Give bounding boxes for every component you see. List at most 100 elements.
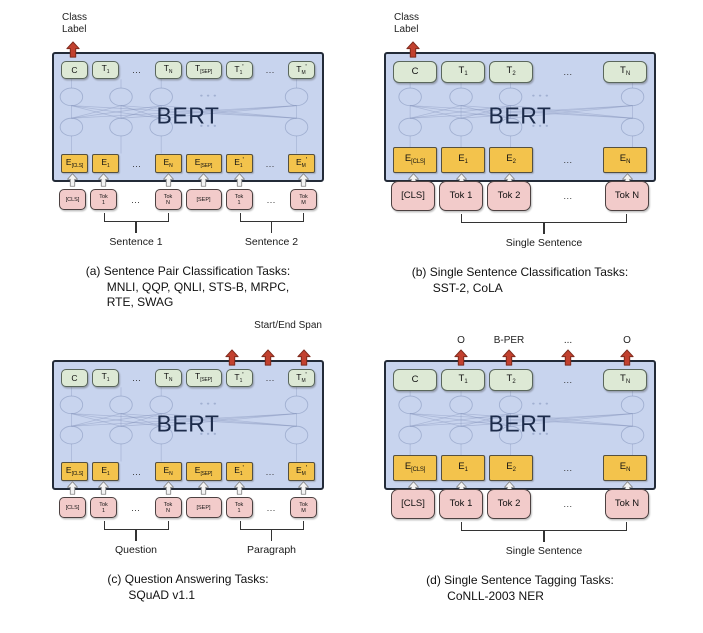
input-arrow-row [52,173,324,187]
ellipsis-dots: ... [131,194,141,205]
box-label: E2 [506,153,516,166]
box-label: T1' [234,372,243,385]
token-text: [CLS] [401,190,425,201]
column: Tok 1 [439,489,483,519]
token-text: [CLS] [65,196,80,203]
column: Tok N [605,181,649,211]
column: [SEP] [185,189,222,210]
box-label: EM' [296,465,307,478]
token-text: 1 [237,199,241,206]
group-bracket [239,213,304,222]
bert-label: BERT [488,102,552,129]
box-label: E[CLS] [404,152,426,166]
token-input-box: Tok 1 [439,489,483,519]
box-label-main: T [195,63,201,73]
panel-caption: (b) Single Sentence Classification Tasks… [412,265,629,296]
transformer-output-box: TN [154,369,182,387]
annotation-line: Class [62,12,88,23]
arrow-column [226,481,253,495]
column: [CLS] [59,189,86,210]
transformer-output-box: T1' [225,61,253,79]
column: C [393,61,437,83]
group-label: Sentence 1 [109,236,163,248]
token-text: N [166,507,170,514]
column: Tok 1 [439,181,483,211]
box-label-sub: N [168,69,173,75]
box-label-sub: M [301,69,306,76]
box-label-main: T [458,372,465,384]
token-text: 1 [237,507,241,514]
transformer-output-box: C [61,369,88,387]
token-input-box: [SEP] [185,497,222,518]
column: T1 [92,369,119,387]
annotation-columns [52,349,324,366]
column: E1 [441,147,485,173]
column: T1 [441,369,485,391]
group-bracket-area: Single Sentence [384,521,656,559]
column: TM' [288,369,315,387]
annotation-line: Class [394,12,420,23]
transformer-output-box: T1 [441,61,485,83]
box-label: EN [620,461,631,474]
embedding-box: E1 [92,462,119,481]
panel-caption-line: (b) Single Sentence Classification Tasks… [411,265,629,279]
column: TN [603,61,647,83]
transformer-output-box: T[SEP] [185,369,222,387]
annotation-column: ... [535,335,601,366]
arrow-column [155,481,182,495]
transformer-network-graphic [386,54,654,180]
box-label-main: T [234,63,240,74]
box-label: EM' [296,157,307,170]
box-label-sub: 2 [512,158,516,165]
token-text: [CLS] [401,498,425,509]
token-text: Tok 1 [449,498,473,509]
column: ... [123,159,151,169]
column: EN [154,462,182,481]
transformer-output-box: T[SEP] [185,61,222,79]
box-label-main: T [163,63,169,73]
box-label-main: T [163,371,169,381]
embedding-box: E1' [225,462,253,481]
ellipsis-dots: ... [132,373,142,383]
gray-up-arrow-icon [233,173,245,187]
column: E[SEP] [185,154,222,173]
group-bracket-stem [543,531,545,542]
box-label: E1 [101,157,109,170]
column: Tok 2 [487,181,531,211]
token-input-box: Tok 1 [439,181,483,211]
token-input-box: [CLS] [59,189,86,210]
box-label-main: E [506,460,513,472]
box-label-sub: [SEP] [200,69,212,75]
annotation-columns [52,41,324,58]
panel-caption-line: SST-2, CoLA [432,280,503,295]
box-label-main: E [65,464,72,475]
group-bracket [103,213,169,222]
arrow-column [290,481,317,495]
box-label-main: E [404,152,412,164]
box-label: T2 [507,65,516,78]
box-label-main: E [234,465,240,475]
box-label-sub: [CLS] [411,158,426,165]
token-input-box: Tok N [605,489,649,519]
ellipsis-dots: ... [563,191,573,201]
box-label: C [412,375,419,385]
red-up-arrow-icon [406,41,420,58]
box-label-main: E [404,460,412,472]
box-label: E1 [458,461,468,474]
gray-up-arrow-icon [67,173,78,187]
box-label-sub: M [301,163,306,169]
column: ... [257,497,287,518]
embedding-box: EM' [288,462,315,481]
red-up-arrow-icon [620,349,634,366]
box-label: T1 [459,65,468,78]
token-text: 1 [101,199,106,206]
